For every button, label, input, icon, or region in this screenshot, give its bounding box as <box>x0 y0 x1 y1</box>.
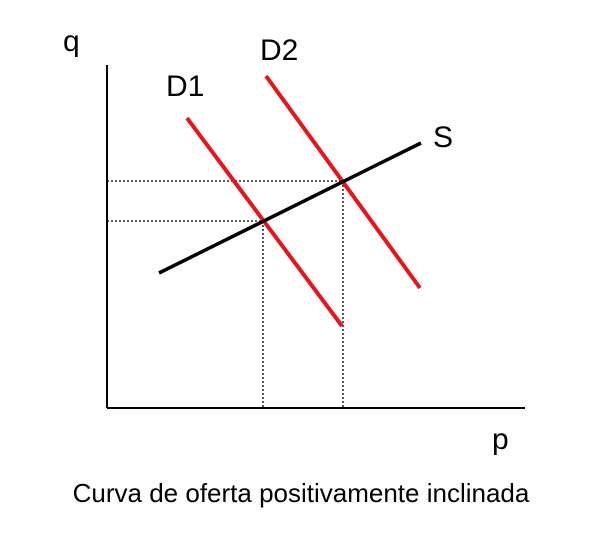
demand-curve-d1-label: D1 <box>166 70 204 103</box>
supply-curve-s-label: S <box>433 121 453 154</box>
demand-curve-d2-label: D2 <box>260 34 298 67</box>
y-axis-label: q <box>63 25 80 58</box>
supply-curve-s <box>158 141 422 275</box>
figure-caption: Curva de oferta positivamente inclinada <box>72 478 530 508</box>
x-axis-label: p <box>492 423 509 456</box>
